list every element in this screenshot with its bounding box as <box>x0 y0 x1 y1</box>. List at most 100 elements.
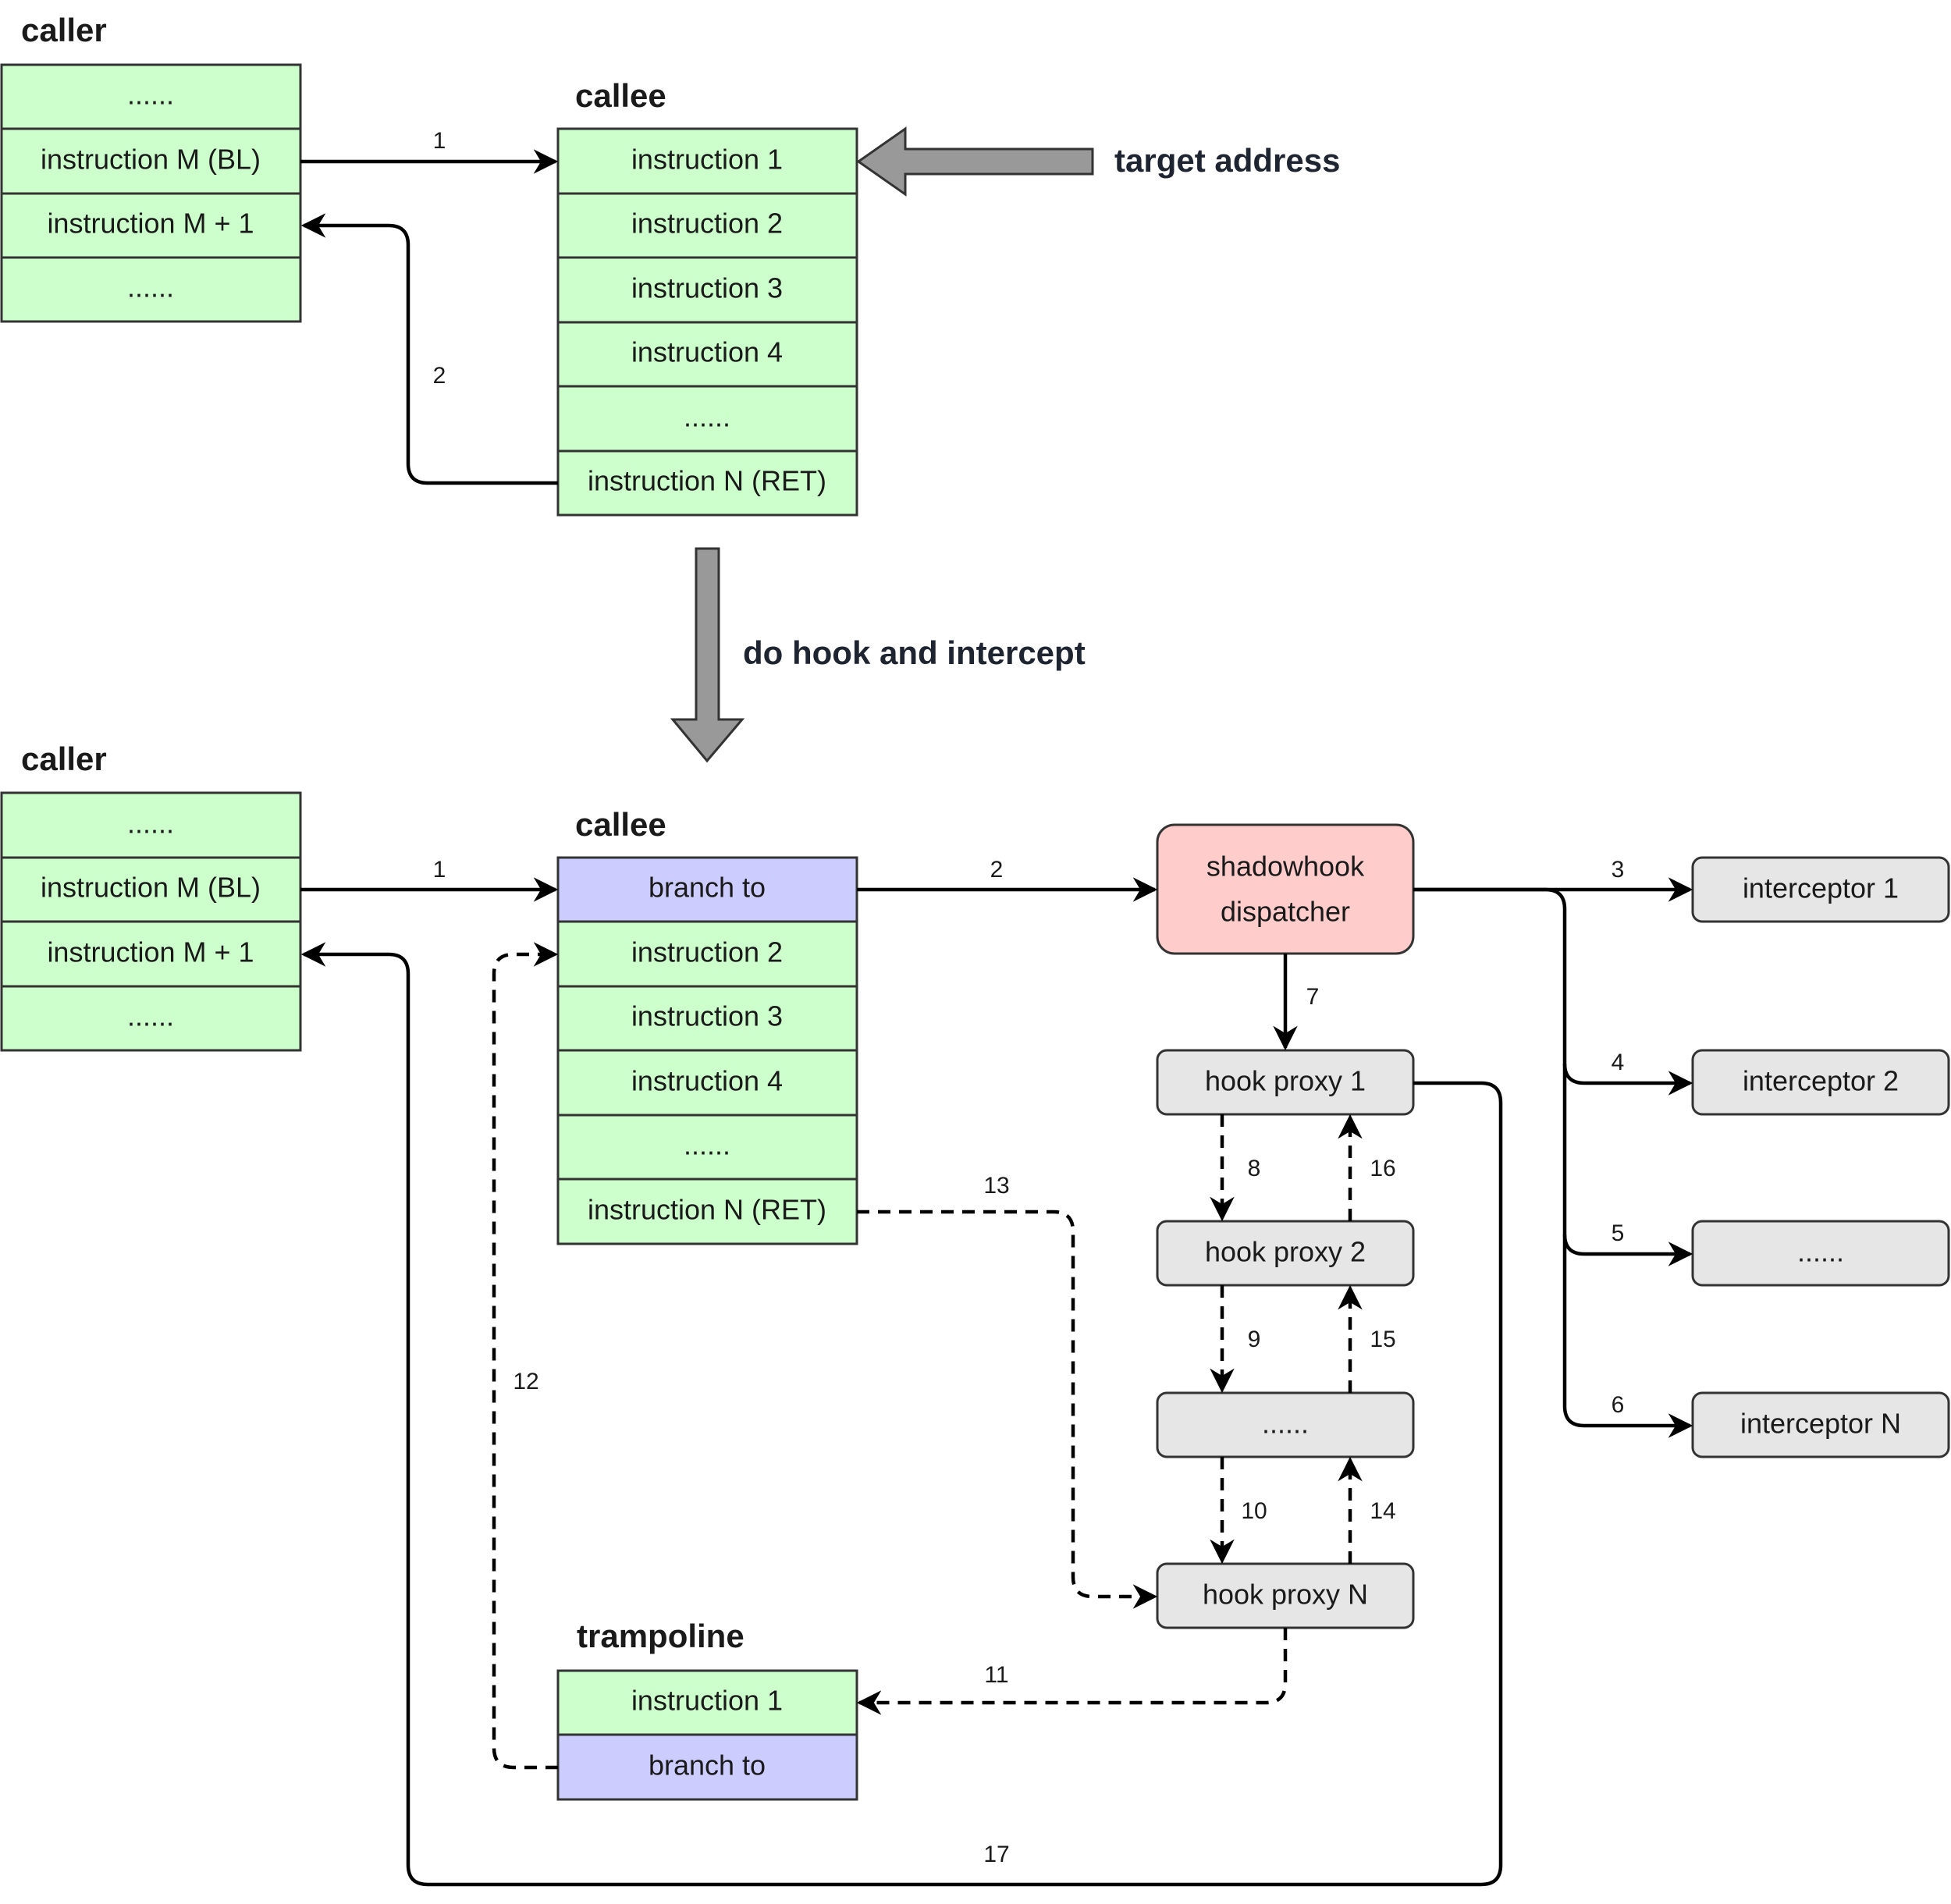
interceptor-label: interceptor N <box>1740 1408 1901 1440</box>
bottom-callee-row-6: instruction N (RET) <box>556 1178 858 1245</box>
edge-3-label: 3 <box>1612 857 1625 883</box>
edge-11-label: 11 <box>984 1662 1008 1688</box>
edge-4 <box>1413 887 1693 1096</box>
cell-box <box>556 449 858 517</box>
edge-9-label: 9 <box>1248 1327 1261 1352</box>
edge-6-label: 6 <box>1612 1392 1625 1418</box>
trampoline-stack: instruction 1 branch to <box>556 1669 858 1801</box>
cell-label: instruction N (RET) <box>588 1194 826 1226</box>
interceptor-label: ...... <box>1797 1236 1844 1268</box>
cell-label: instruction 3 <box>631 272 783 304</box>
edge-11 <box>856 1628 1288 1715</box>
cell-label: instruction M + 1 <box>47 936 254 968</box>
hook-proxy-n: hook proxy N <box>1156 1562 1415 1629</box>
dispatcher-label-line-2: dispatcher <box>1221 896 1350 928</box>
bottom-caller-row-4: ...... <box>0 985 302 1052</box>
edge-15-label: 15 <box>1370 1327 1395 1352</box>
bottom-callee-row-3: instruction 3 <box>556 985 858 1052</box>
shadowhook-dispatcher: shadowhook dispatcher <box>1156 823 1415 955</box>
top-callee-row-4: instruction 4 <box>556 321 858 388</box>
edge-2-label: 2 <box>990 857 1004 883</box>
cell-label: branch to <box>649 1749 766 1781</box>
trampoline-row-2: branch to <box>556 1733 858 1801</box>
proxy-box <box>1156 1220 1415 1287</box>
bottom-caller-title: caller <box>21 741 107 777</box>
top-section: caller ...... instruction M (BL) instruc… <box>0 12 1340 517</box>
hook-proxy-ellipsis: ...... <box>1156 1391 1415 1458</box>
cell-label: instruction 4 <box>631 1065 783 1097</box>
edge-5 <box>1562 1064 1693 1266</box>
bottom-section: caller ...... instruction M (BL) instruc… <box>0 741 1950 1887</box>
cell-label: ...... <box>127 1000 174 1032</box>
top-edge-return-label: 2 <box>433 363 446 389</box>
cell-box <box>0 256 302 323</box>
cell-box <box>0 63 302 130</box>
cell-label: instruction 1 <box>631 144 783 176</box>
cell-label: instruction 1 <box>631 1685 783 1717</box>
cell-label: instruction N (RET) <box>588 465 826 497</box>
edge-6 <box>1562 1234 1693 1438</box>
dispatcher-label-line-1: shadowhook <box>1206 851 1365 883</box>
edge-13-label: 13 <box>983 1173 1009 1199</box>
cell-label: ...... <box>684 401 730 433</box>
edge-17-label: 17 <box>983 1842 1009 1867</box>
cell-box <box>556 321 858 388</box>
top-callee-row-1: instruction 1 <box>556 127 858 195</box>
bottom-caller-row-3: instruction M + 1 <box>0 920 302 988</box>
cell-label: instruction M + 1 <box>47 208 254 240</box>
proxy-label: hook proxy N <box>1203 1579 1368 1611</box>
bottom-caller-row-2: instruction M (BL) <box>0 856 302 923</box>
cell-box <box>556 1049 858 1117</box>
edge-12-label: 12 <box>513 1369 538 1394</box>
bottom-caller-row-1: ...... <box>0 791 302 859</box>
cell-label: instruction 2 <box>631 936 783 968</box>
edge-5-label: 5 <box>1612 1220 1625 1246</box>
down-arrow-icon <box>670 547 745 763</box>
edge-8-label: 8 <box>1248 1156 1261 1181</box>
top-edge-return <box>300 213 558 485</box>
interceptor-label: interceptor 1 <box>1743 872 1899 904</box>
cell-label: ...... <box>684 1129 730 1161</box>
hook-proxy-1: hook proxy 1 <box>1156 1049 1415 1116</box>
edge-7-label: 7 <box>1306 984 1320 1010</box>
cell-label: instruction 2 <box>631 208 783 240</box>
bottom-callee-stack: branch to instruction 2 instruction 3 in… <box>556 856 858 1245</box>
top-caller-row-4: ...... <box>0 256 302 323</box>
top-callee-row-6: instruction N (RET) <box>556 449 858 517</box>
proxy-label: hook proxy 2 <box>1205 1236 1366 1268</box>
edge-14-label: 14 <box>1370 1498 1395 1524</box>
top-caller-stack: ...... instruction M (BL) instruction M … <box>0 63 302 323</box>
cell-label: instruction M (BL) <box>41 144 261 176</box>
cell-box <box>556 1178 858 1245</box>
trampoline-title: trampoline <box>577 1618 745 1654</box>
cell-label: ...... <box>127 272 174 304</box>
edge-10-label: 10 <box>1241 1498 1267 1524</box>
cell-box <box>556 192 858 259</box>
cell-box <box>556 1669 858 1736</box>
edge-4-label: 4 <box>1612 1050 1625 1075</box>
bottom-callee-row-5: ...... <box>556 1114 858 1181</box>
cell-label: instruction M (BL) <box>41 872 261 904</box>
top-caller-row-1: ...... <box>0 63 302 130</box>
top-callee-row-5: ...... <box>556 385 858 453</box>
interceptor-1: interceptor 1 <box>1691 856 1950 923</box>
trampoline-row-1: instruction 1 <box>556 1669 858 1736</box>
cell-box <box>0 127 302 195</box>
cell-box <box>556 1114 858 1181</box>
hook-proxy-2: hook proxy 2 <box>1156 1220 1415 1287</box>
edge-1-label: 1 <box>433 857 446 883</box>
edge-12 <box>492 942 559 1770</box>
edge-13 <box>857 1210 1158 1609</box>
cell-label: ...... <box>127 79 174 111</box>
cell-label: instruction 4 <box>631 336 783 368</box>
cell-box <box>0 920 302 988</box>
cell-label: branch to <box>649 872 766 904</box>
cell-label: instruction 3 <box>631 1000 783 1032</box>
target-address-label: target address <box>1114 142 1340 179</box>
target-arrow-icon <box>856 126 1094 197</box>
interceptor-ellipsis: ...... <box>1691 1220 1950 1287</box>
transition-label: do hook and intercept <box>743 634 1086 671</box>
cell-label: ...... <box>127 808 174 840</box>
interceptor-2: interceptor 2 <box>1691 1049 1950 1116</box>
